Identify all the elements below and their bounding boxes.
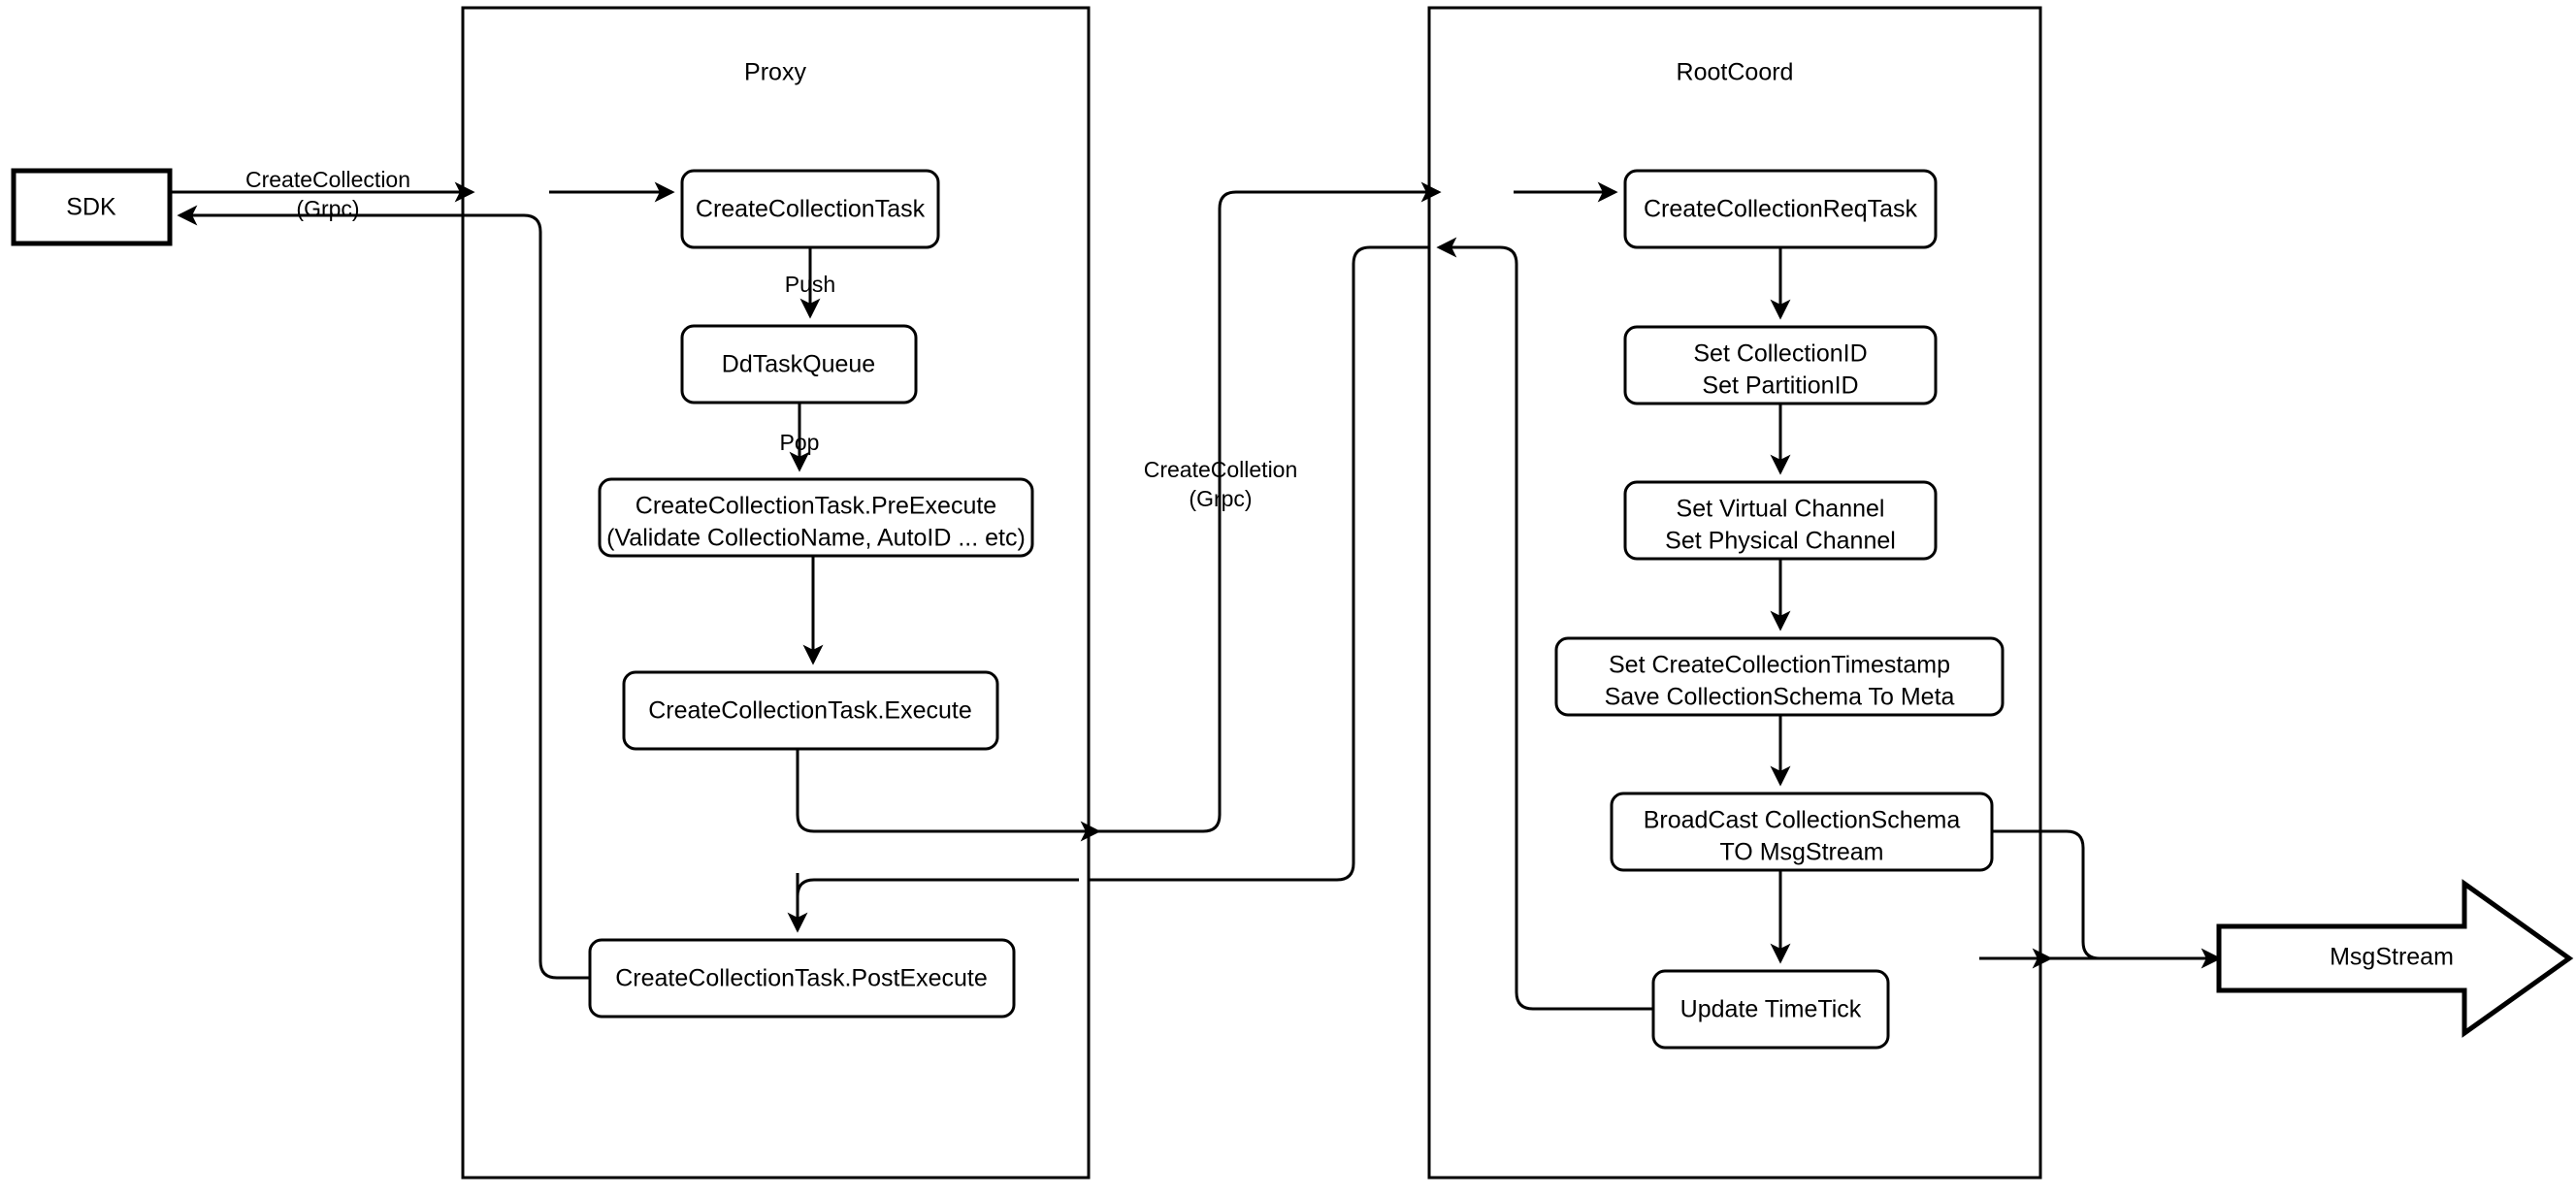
- container-rootcoord-label: RootCoord: [1677, 59, 1794, 86]
- container-rootcoord: [1427, 6, 2042, 1180]
- node-broadcast-label-line2: TO MsgStream: [1719, 839, 1883, 866]
- node-sdk-label: SDK: [66, 194, 116, 221]
- node-set-ids-label-line1: Set CollectionID: [1693, 340, 1867, 368]
- node-set-channel-label-line1: Set Virtual Channel: [1677, 496, 1885, 523]
- edge-rootcoord-return-into-proxy: [796, 878, 1079, 921]
- node-msgstream-label: MsgStream: [2330, 944, 2454, 971]
- container-proxy-label: Proxy: [744, 59, 806, 86]
- node-pre-execute-label-line1: CreateCollectionTask.PreExecute: [636, 493, 996, 520]
- edge-label-pop: Pop: [780, 430, 820, 455]
- node-update-timetick-label: Update TimeTick: [1680, 996, 1862, 1023]
- node-pre-execute-label-line2: (Validate CollectioName, AutoID ... etc): [606, 525, 1026, 552]
- edge-post-execute-to-sdk-route: [194, 213, 590, 980]
- node-sdk[interactable]: [11, 168, 173, 246]
- node-pre-execute[interactable]: [598, 477, 1034, 558]
- node-create-collection-task-label: CreateCollectionTask: [696, 196, 926, 223]
- node-msgstream[interactable]: [2216, 879, 2574, 1038]
- edge-label-createcolletion-line2: (Grpc): [1189, 486, 1252, 511]
- edge-rootcoord-to-proxy-route: [1089, 245, 1429, 882]
- edge-update-timetick-return-route: [1439, 245, 1653, 1011]
- edge-execute-to-rootcoord-route: [796, 749, 1079, 833]
- edge-label-create-collection-line1: CreateCollection: [245, 167, 410, 192]
- node-set-meta-label-line1: Set CreateCollectionTimestamp: [1609, 652, 1950, 679]
- node-broadcast-label-line1: BroadCast CollectionSchema: [1644, 807, 1961, 834]
- node-dd-task-queue-label: DdTaskQueue: [722, 351, 875, 378]
- node-execute-label: CreateCollectionTask.Execute: [648, 697, 972, 725]
- node-set-channel-label-line2: Set Physical Channel: [1665, 528, 1896, 555]
- container-proxy: [461, 6, 1091, 1180]
- edge-label-createcolletion-line1: CreateColletion: [1144, 457, 1298, 482]
- node-set-ids-label-line2: Set PartitionID: [1702, 372, 1858, 400]
- node-set-meta-label-line2: Save CollectionSchema To Meta: [1605, 684, 1955, 711]
- edge-proxy-to-rootcoord-route: [1089, 190, 1419, 833]
- node-post-execute-label: CreateCollectionTask.PostExecute: [615, 965, 988, 992]
- edge-label-create-collection-line2: (Grpc): [296, 196, 359, 221]
- edge-label-push: Push: [785, 272, 835, 297]
- node-create-collection-req-task-label: CreateCollectionReqTask: [1644, 196, 1918, 223]
- node-execute[interactable]: [622, 670, 999, 751]
- edge-broadcast-to-msgstream-route: [1992, 829, 2209, 960]
